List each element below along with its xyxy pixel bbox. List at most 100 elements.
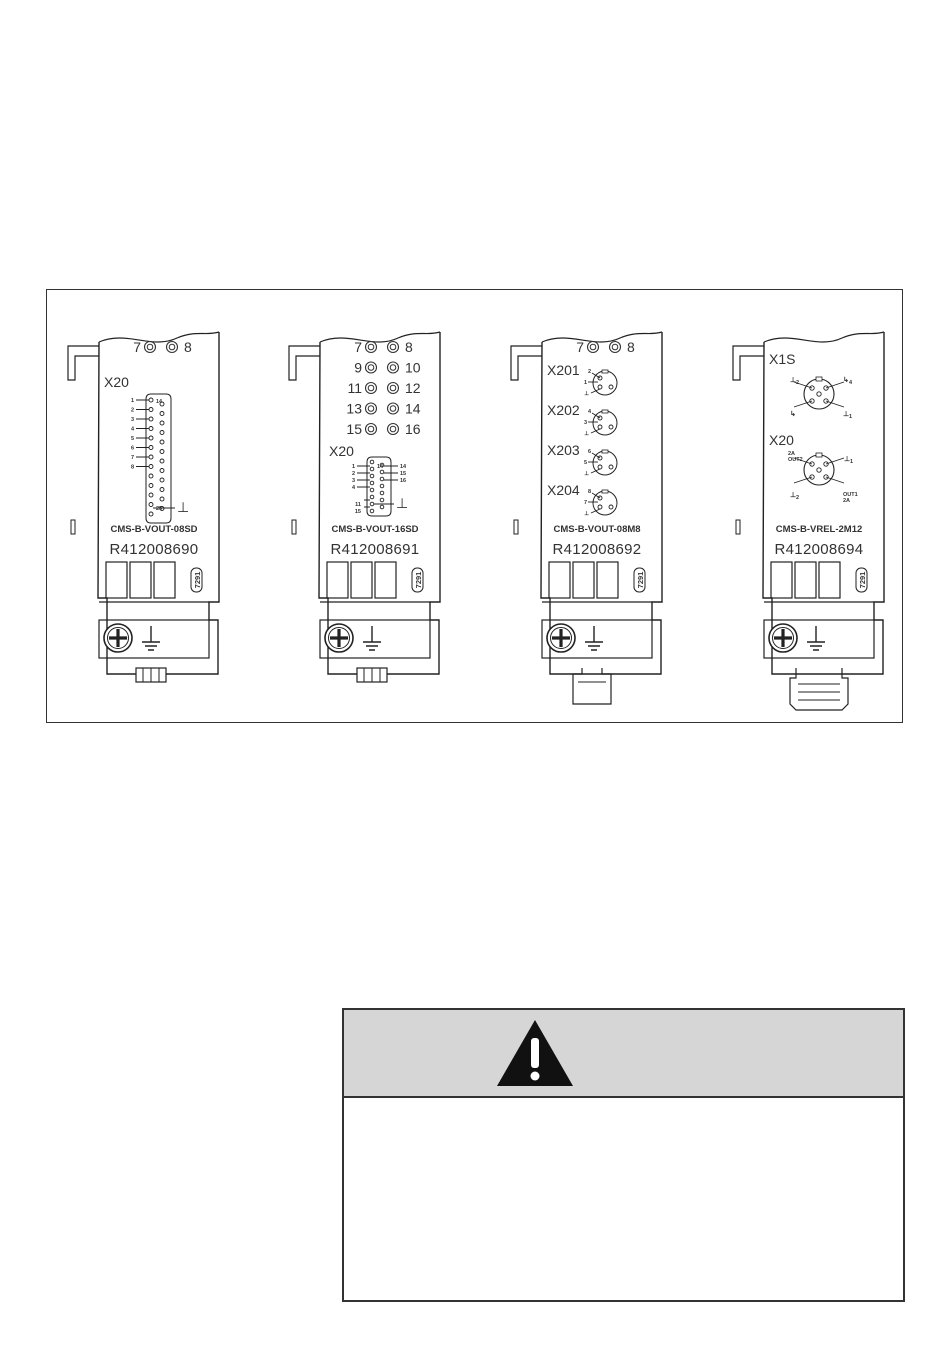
dsub-pin xyxy=(379,490,385,496)
m12-leads xyxy=(793,381,845,408)
m8-socket xyxy=(592,410,618,436)
part-number-label: R412008692 xyxy=(553,541,642,558)
side-latch xyxy=(70,519,76,535)
m8-key xyxy=(601,449,609,454)
version-badge: 7291 xyxy=(855,567,868,593)
pin-label: 1 xyxy=(584,380,587,386)
led-ring xyxy=(386,340,400,354)
version-badge: 7291 xyxy=(633,567,646,593)
pin-label: 5 xyxy=(584,460,587,466)
module-name-label: CMS-B-VOUT-08M8 xyxy=(553,524,640,535)
side-latch xyxy=(513,519,519,535)
dsub-pin xyxy=(369,487,375,493)
m12-pin xyxy=(823,398,829,404)
ground-symbol: ⊥ xyxy=(584,470,589,477)
ground-symbol: ⊥ xyxy=(584,430,589,437)
housing-outline xyxy=(762,332,885,675)
led-ring xyxy=(364,340,378,354)
pin-label: 4 xyxy=(352,485,356,491)
screw-cross xyxy=(552,629,570,647)
dsub-pin xyxy=(379,476,385,482)
cable-slot xyxy=(794,561,817,599)
cable-slot xyxy=(548,561,571,599)
connector-label: X20 xyxy=(329,443,354,459)
m8-key xyxy=(601,489,609,494)
led-label: 8 xyxy=(405,339,413,355)
led-ring xyxy=(386,422,400,436)
dsub-pin xyxy=(379,497,385,503)
cable-slot xyxy=(153,561,176,599)
led-dot xyxy=(367,343,375,351)
pin-label: 1 xyxy=(850,459,853,465)
screw-rim xyxy=(772,627,794,649)
dsub-pin xyxy=(159,449,165,454)
pin-label: 3 xyxy=(584,420,587,426)
led-label: 9 xyxy=(354,360,362,376)
led-dot xyxy=(146,343,154,351)
dsub-pin xyxy=(159,411,165,416)
badge-outline xyxy=(855,567,868,593)
din-tab xyxy=(732,345,764,381)
pin-label: 14 xyxy=(377,464,384,470)
pin-label: 3 xyxy=(131,417,134,423)
led-dot xyxy=(589,343,597,351)
housing-top-edge xyxy=(98,331,220,343)
led-label: 12 xyxy=(405,380,421,396)
m12-pin xyxy=(816,467,822,473)
led-dot xyxy=(389,405,397,412)
led-ring xyxy=(364,402,378,415)
led-ring xyxy=(386,381,400,395)
ground-symbol: ⊥ xyxy=(790,491,796,499)
led-label: 15 xyxy=(346,421,362,437)
pin-label: 2 xyxy=(588,369,591,375)
led-dot xyxy=(611,343,619,351)
led-label: 10 xyxy=(405,360,421,376)
screw-icon xyxy=(768,623,798,653)
ground-lines xyxy=(142,626,160,651)
housing-top-edge xyxy=(319,331,441,343)
led-dot xyxy=(367,425,375,433)
dsub-pin xyxy=(159,458,165,464)
ground-lines xyxy=(807,626,825,651)
led-ring xyxy=(608,340,622,354)
housing-outline xyxy=(540,332,663,675)
out-label: 2A xyxy=(788,451,795,457)
m12-pin xyxy=(823,461,829,467)
din-tab xyxy=(67,345,99,381)
m12-pin xyxy=(809,398,815,404)
ground-panel xyxy=(763,619,875,659)
m8-key xyxy=(601,369,609,374)
ground-icon xyxy=(807,626,825,651)
side-latch xyxy=(291,519,297,535)
dsub-pin xyxy=(369,480,375,486)
led-dot xyxy=(367,384,375,392)
led-label: 8 xyxy=(184,339,192,355)
m8-pin xyxy=(597,455,603,461)
m12-pin xyxy=(809,474,815,480)
led-dot xyxy=(389,384,397,392)
cable-slot xyxy=(129,561,152,599)
cable-slot xyxy=(596,561,619,599)
housing-outline xyxy=(97,332,220,675)
dsub-pin xyxy=(148,435,154,441)
dsub-pin xyxy=(148,492,154,498)
din-tab xyxy=(288,345,320,381)
pin-label: 1 xyxy=(849,414,852,420)
pin-label: 15 xyxy=(400,471,406,477)
pin-lead xyxy=(591,412,601,419)
badge-outline xyxy=(633,567,646,593)
badge-label: 7291 xyxy=(193,572,202,589)
m8-socket xyxy=(592,370,618,396)
pin-label: 2 xyxy=(131,408,134,414)
dsub-pin xyxy=(148,445,154,450)
module-name-label: CMS-B-VOUT-08SD xyxy=(110,524,197,535)
bottom-connector xyxy=(572,668,612,705)
led-label: 13 xyxy=(346,401,362,417)
pin-lead xyxy=(590,508,601,514)
m8-socket xyxy=(592,450,618,476)
pin-lead xyxy=(591,452,601,459)
pin-lead xyxy=(590,388,601,394)
part-number-label: R412008691 xyxy=(331,541,420,558)
